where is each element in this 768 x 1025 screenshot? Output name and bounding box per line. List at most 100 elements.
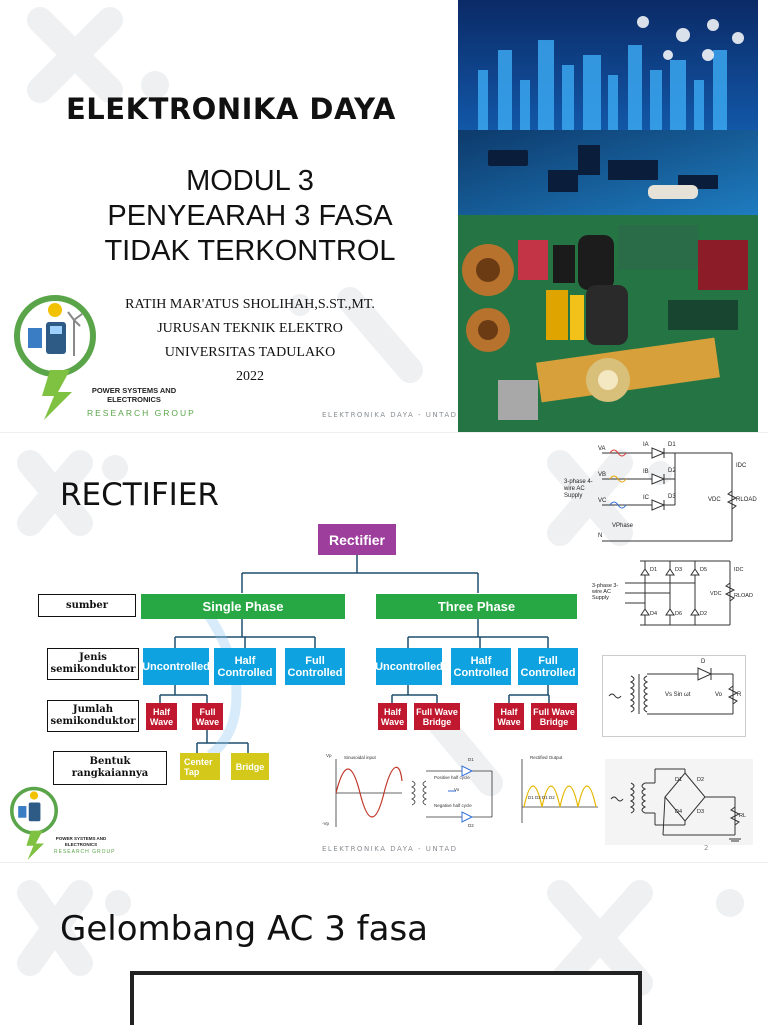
subtitle-line: TIDAK TERKONTROL	[104, 235, 396, 267]
label-ib: IB	[643, 469, 649, 475]
label-d4: D4	[650, 611, 658, 617]
node-sp-half-controlled: Half Controlled	[214, 648, 276, 685]
label-vs: Vs Sin ωt	[665, 692, 691, 698]
label-rl: RL	[739, 813, 747, 819]
node-tp-half-controlled: Half Controlled	[451, 648, 511, 685]
label-vp-neg: -Vp	[322, 821, 330, 826]
embedded-figure-frame	[130, 971, 642, 1025]
label-d3: D3	[697, 809, 705, 815]
label-positive-half: Positive half cycle	[434, 775, 470, 780]
label-sinusoidal-input: Sinusoidal input	[344, 755, 376, 760]
label-d5: D5	[700, 567, 708, 573]
slide-title: Gelombang AC 3 fasa	[60, 909, 428, 949]
label-n: N	[598, 533, 603, 539]
node-tp-half-wave: Half Wave	[378, 703, 407, 730]
single-phase-bridge-circuit: D1 D2 D3 D4 RL	[605, 759, 753, 845]
electronics-photo	[458, 0, 758, 432]
slide-1: ELEKTRONIKA DAYA MODUL 3 PENYEARAH 3 FAS…	[0, 0, 768, 432]
label-rectified-output: Rectified Output	[530, 755, 563, 760]
label-ia: IA	[643, 442, 649, 448]
node-tp-full-wave-bridge: Full Wave Bridge	[414, 703, 460, 730]
label-d2: D2	[700, 611, 708, 617]
label-diode-sequence: D1 D2 D1 D2	[528, 795, 555, 800]
label-supply: 3-phase 3-wire AC Supply	[592, 583, 619, 601]
module-subtitle: MODUL 3 PENYEARAH 3 FASA TIDAK TERKONTRO…	[60, 164, 440, 269]
logo-text-line: POWER SYSTEMS AND	[91, 386, 177, 395]
label-vb: VB	[598, 472, 607, 478]
circuit-diagram	[335, 759, 598, 827]
label-d6: D6	[675, 611, 683, 617]
author-name: RATIH MAR'ATUS SHOLIHAH,S.ST.,MT.	[125, 297, 375, 312]
node-tp-full-wave-bridge-2: Full Wave Bridge	[531, 703, 577, 730]
circuit-diagram	[625, 560, 736, 626]
logo-text-line: ELECTRONICS	[107, 395, 161, 404]
slide-title: RECTIFIER	[60, 477, 219, 513]
label-rload: RLOAD	[734, 593, 753, 599]
year: 2022	[236, 369, 264, 384]
subtitle-line: PENYEARAH 3 FASA	[107, 200, 393, 232]
label-d3: D3	[668, 494, 676, 500]
node-tp-half-wave-2: Half Wave	[494, 703, 524, 730]
single-phase-half-wave-circuit: D Vs Sin ωt Vo R	[602, 655, 746, 737]
author-block: RATIH MAR'ATUS SHOLIHAH,S.ST.,MT. JURUSA…	[60, 293, 440, 389]
circuit-diagram	[602, 447, 738, 542]
circuit-diagram	[610, 768, 741, 842]
page-number: 2	[704, 844, 709, 852]
label-supply: 3-phase 4-wire AC Supply	[564, 479, 593, 499]
label-ic: IC	[643, 495, 649, 501]
label-d2: D2	[468, 823, 474, 828]
node-sp-uncontrolled: Uncontrolled	[142, 648, 210, 685]
label-vdc: VDC	[710, 591, 722, 597]
slide-3: Gelombang AC 3 fasa	[0, 862, 768, 1025]
three-phase-bridge-circuit: 3-phase 3-wire AC Supply D1 D3 D5 D4 D6 …	[590, 553, 760, 633]
center-tap-waveform-diagram: Vp -Vp Sinusoidal input Positive half cy…	[322, 751, 600, 835]
label-vo: Vo	[715, 692, 723, 698]
three-phase-half-wave-circuit: VA VB VC IA IB IC D1 D2 D3 3-phase 4-wir…	[560, 441, 760, 551]
logo-text-line: ELECTRONICS	[64, 841, 98, 847]
label-r: R	[737, 692, 742, 698]
logo-text-line: POWER SYSTEMS AND	[55, 836, 107, 841]
label-d2: D2	[697, 777, 705, 783]
node-center-tap: Center Tap	[180, 753, 220, 780]
label-d3: D3	[675, 567, 683, 573]
label-idc: IDC	[734, 567, 744, 573]
label-idc: IDC	[736, 463, 747, 469]
label-d2: D2	[668, 468, 676, 474]
circuit-diagram	[608, 667, 739, 715]
slide-2-watermark	[17, 450, 672, 796]
node-single-phase: Single Phase	[141, 594, 345, 619]
label-d: D	[701, 659, 706, 665]
label-jumlah-semikonduktor: Jumlah semikonduktor	[47, 700, 139, 732]
label-vp: Vp	[326, 753, 332, 758]
node-bridge: Bridge	[231, 753, 269, 780]
presentation-title: ELEKTRONIKA DAYA	[66, 92, 396, 126]
label-bentuk-rangkaian: Bentuk rangkaiannya	[53, 751, 167, 785]
logo-research-group: RESEARCH GROUP	[54, 849, 116, 855]
node-sp-full-wave: Full Wave	[192, 703, 223, 730]
label-vo: Vo	[454, 787, 460, 792]
label-d1: D1	[468, 757, 474, 762]
label-rload: RLOAD	[736, 497, 757, 503]
department: JURUSAN TEKNIK ELEKTRO	[157, 321, 343, 336]
label-sumber: sumber	[38, 594, 136, 617]
label-d4: D4	[675, 809, 683, 815]
slide-footer: ELEKTRONIKA DAYA - UNTAD	[322, 845, 458, 853]
logo-research-group: RESEARCH GROUP	[87, 408, 196, 418]
label-d1: D1	[675, 777, 683, 783]
node-three-phase: Three Phase	[376, 594, 577, 619]
node-sp-full-controlled: Full Controlled	[285, 648, 345, 685]
node-rectifier: Rectifier	[318, 524, 396, 555]
node-tp-uncontrolled: Uncontrolled	[375, 648, 443, 685]
subtitle-line: MODUL 3	[186, 165, 314, 197]
research-group-logo	[10, 786, 58, 860]
research-group-logo	[14, 295, 96, 420]
label-d1: D1	[668, 442, 676, 448]
label-vdc: VDC	[708, 497, 721, 503]
node-tp-full-controlled: Full Controlled	[518, 648, 578, 685]
label-vphase: VPhase	[612, 523, 634, 529]
slide-2: RECTIFIER	[0, 432, 768, 863]
slide-3-watermark	[17, 880, 744, 996]
label-vc: VC	[598, 498, 607, 504]
slide-1-watermark	[27, 7, 423, 383]
node-sp-half-wave: Half Wave	[146, 703, 177, 730]
